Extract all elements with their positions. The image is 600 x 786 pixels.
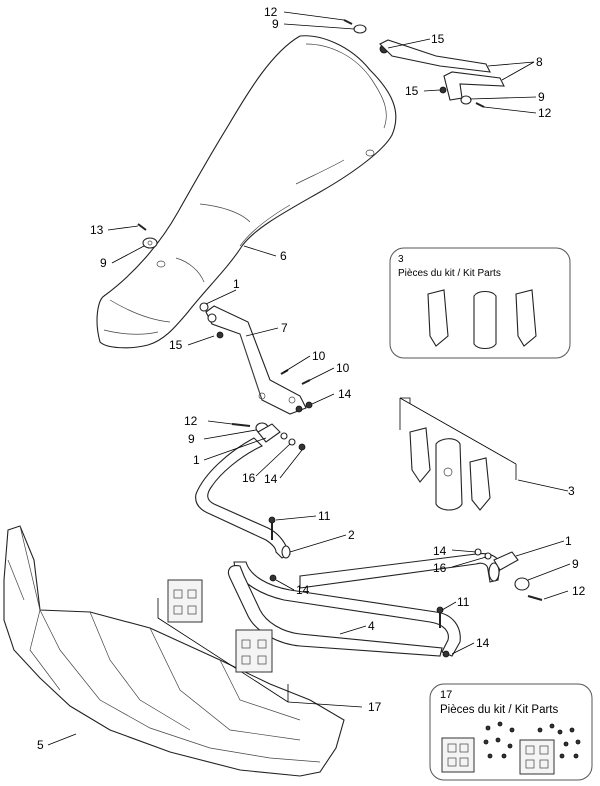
callout-1-top: 1 [233,277,240,291]
callout-14-r: 14 [433,544,447,558]
callout-9-left: 9 [100,256,107,270]
handguard-screw-left [137,223,158,249]
kit-17-caption: Pièces du kit / Kit Parts [440,704,558,716]
kit-17-screws [483,721,581,759]
handlebar-tube-lower [227,553,501,658]
callout-3: 3 [568,484,575,498]
arm-bracket [199,302,313,415]
callout-12-top: 12 [264,5,278,19]
callout-16-r: 16 [433,561,447,575]
callout-1-mid: 1 [193,453,200,467]
callout-14-a: 14 [338,387,352,401]
callout-12-right: 12 [538,106,552,120]
callout-12-mid: 12 [184,414,198,428]
callout-6: 6 [280,249,287,263]
callout-16-mid: 16 [242,471,256,485]
callout-14-b: 14 [296,583,310,597]
callout-10-a: 10 [312,349,326,363]
callout-2: 2 [348,528,355,542]
callout-17: 17 [368,700,382,714]
bolts-11 [268,516,444,628]
callout-12-r: 12 [572,584,586,598]
handguard-shell [96,35,397,349]
callout-8: 8 [536,55,543,69]
callout-9-right: 9 [538,90,545,104]
callout-15-top: 15 [431,32,445,46]
callout-1-r: 1 [565,534,572,548]
kit-17-number: 17 [440,689,452,701]
callout-15-right: 15 [405,84,419,98]
callout-11-a: 11 [318,509,331,523]
leader-lines [47,11,571,746]
kit-3-clips [399,397,517,511]
top-fastener-stack [343,19,389,54]
callout-14-mid: 14 [264,472,278,486]
kit-3-caption: Pièces du kit / Kit Parts [398,268,501,279]
callout-13: 13 [90,223,104,237]
callout-labels: 12 9 15 8 15 9 12 13 9 6 1 7 15 10 10 14… [37,5,586,752]
callout-7: 7 [281,321,288,335]
callout-9-mid: 9 [188,432,195,446]
callout-9-top: 9 [272,17,279,31]
mount-bracket-right [379,39,505,108]
callout-14-c: 14 [476,636,490,650]
callout-9-r: 9 [572,557,579,571]
bar-clamp-right [474,548,543,601]
callout-10-b: 10 [336,361,350,375]
callout-5: 5 [37,738,44,752]
callout-11-b: 11 [457,595,470,609]
kit-box-17: 17 Pièces du kit / Kit Parts [429,683,593,781]
callout-15-mid: 15 [169,338,183,352]
lower-deflector [3,525,345,777]
handlebar-tube-upper [195,437,291,559]
kit-17-pads [157,579,289,703]
kit-3-number: 3 [398,254,404,265]
callout-4: 4 [368,619,375,633]
kit-box-3: 3 Pièces du kit / Kit Parts [389,247,571,359]
